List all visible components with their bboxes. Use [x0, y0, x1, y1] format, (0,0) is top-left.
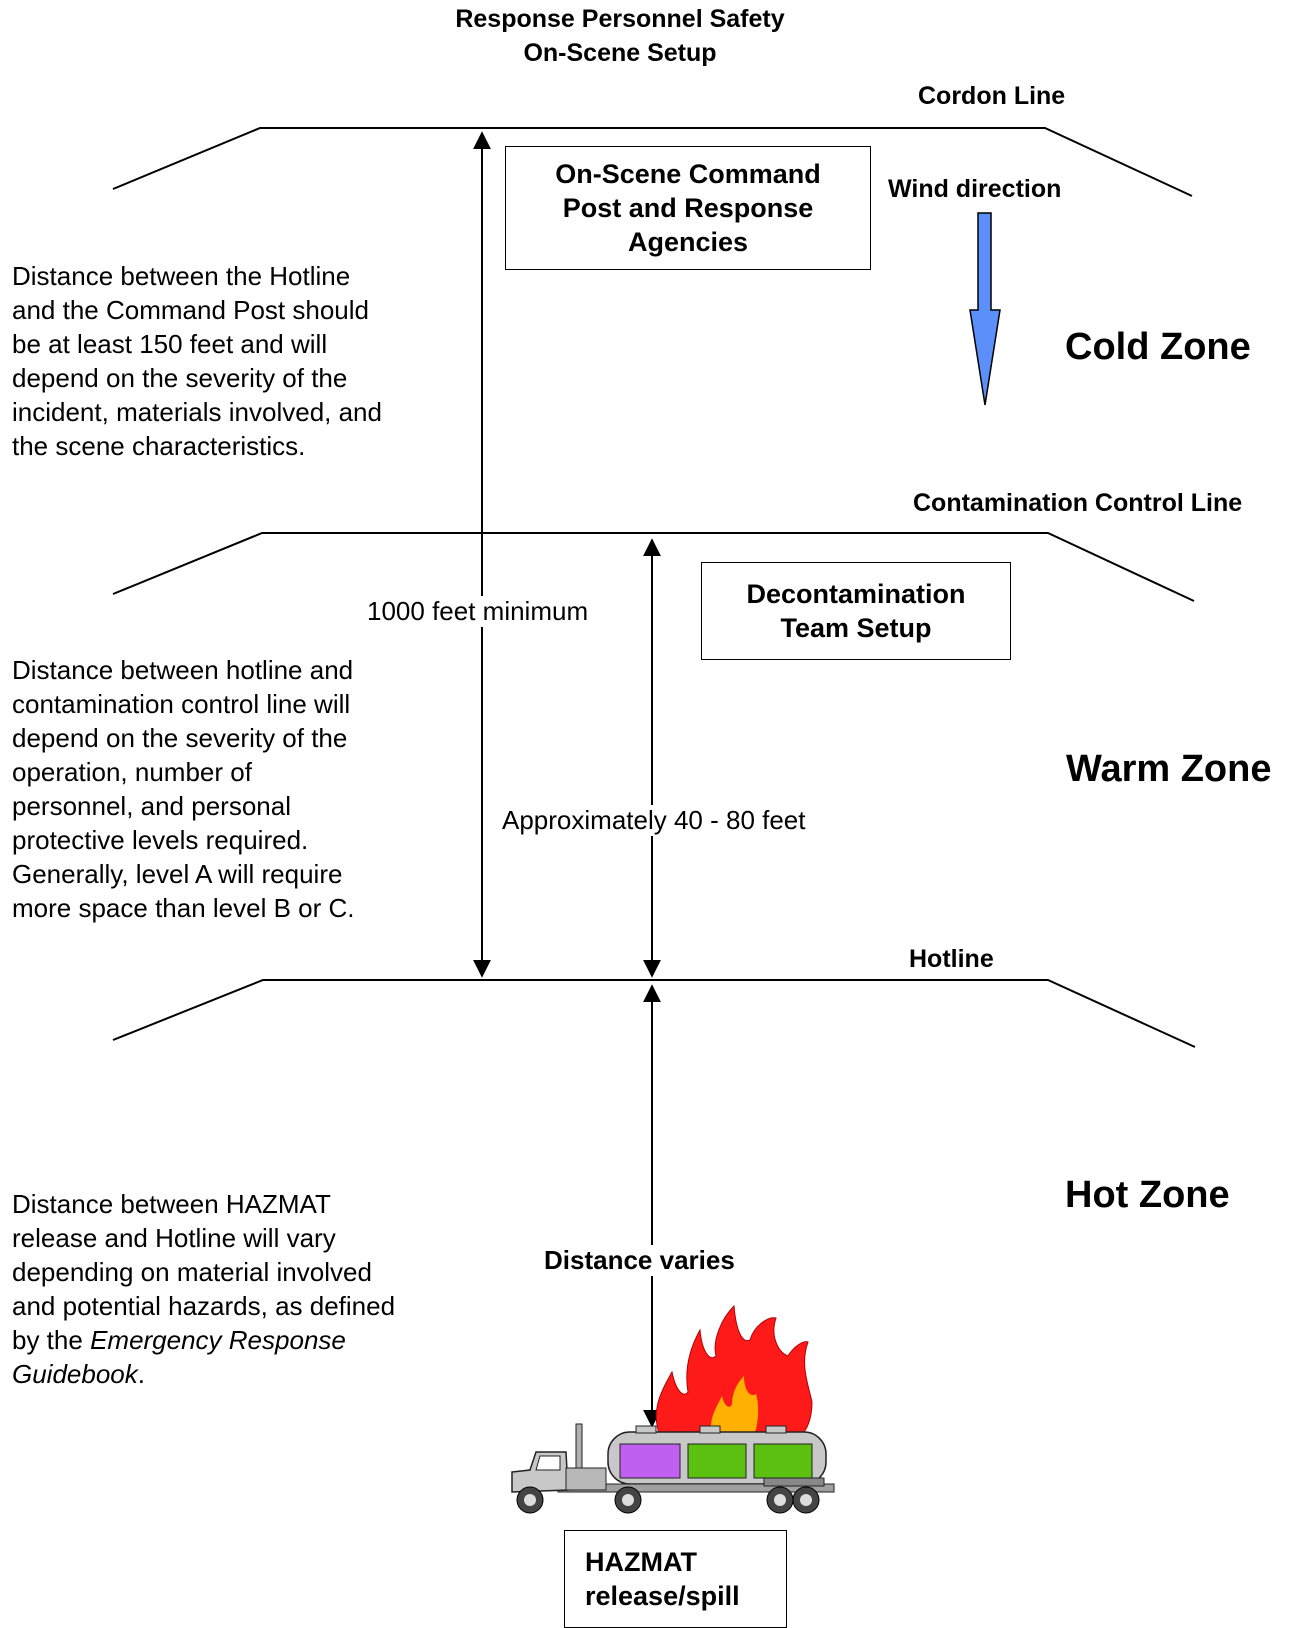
- hazmat-line-1: HAZMAT: [585, 1547, 697, 1577]
- hot-zone-label: Hot Zone: [1065, 1174, 1230, 1216]
- hazmat-truck-icon: [511, 1304, 835, 1514]
- warm-distance-label: Approximately 40 - 80 feet: [498, 805, 810, 837]
- warm-desc-line: more space than level B or C.: [12, 893, 355, 923]
- contamination-control-line: [112, 532, 1195, 602]
- cold-desc-line: Distance between the Hotline: [12, 261, 351, 291]
- hot-desc-suffix: .: [137, 1359, 145, 1389]
- hot-desc-line: Guidebook.: [12, 1357, 462, 1391]
- title-line-1: Response Personnel Safety: [455, 5, 785, 33]
- hotline-line: [112, 979, 1196, 1048]
- page-title: Response Personnel Safety On-Scene Setup: [400, 2, 840, 70]
- hot-desc-line: and potential hazards, as defined: [12, 1291, 396, 1321]
- warm-desc-line: operation, number of: [12, 757, 252, 787]
- hot-desc-line: Distance between HAZMAT: [12, 1189, 331, 1219]
- command-post-box: On-Scene Command Post and Response Agenc…: [505, 146, 871, 270]
- wind-direction-label: Wind direction: [888, 175, 1062, 203]
- command-post-line-1: On-Scene Command: [555, 159, 821, 189]
- hazmat-line-2: release/spill: [585, 1581, 740, 1611]
- cold-desc-line: the scene characteristics.: [12, 431, 306, 461]
- hot-desc-line: release and Hotline will vary: [12, 1223, 336, 1253]
- hotline-label: Hotline: [909, 945, 994, 973]
- hazmat-box: HAZMAT release/spill: [564, 1530, 787, 1628]
- title-line-2: On-Scene Setup: [523, 39, 717, 67]
- decon-line-2: Team Setup: [780, 613, 932, 643]
- warm-desc-line: personnel, and personal: [12, 791, 291, 821]
- hot-zone-description: Distance between HAZMAT release and Hotl…: [12, 1187, 462, 1391]
- hot-desc-line: depending on material involved: [12, 1257, 372, 1287]
- warm-desc-line: contamination control line will: [12, 689, 351, 719]
- decon-line-1: Decontamination: [746, 579, 966, 609]
- hot-distance-label: Distance varies: [540, 1245, 739, 1277]
- warm-desc-line: protective levels required.: [12, 825, 309, 855]
- warm-desc-line: Distance between hotline and: [12, 655, 354, 685]
- contamination-control-line-label: Contamination Control Line: [913, 489, 1243, 517]
- cold-zone-label: Cold Zone: [1065, 326, 1251, 368]
- warm-desc-line: depend on the severity of the: [12, 723, 348, 753]
- command-post-line-3: Agencies: [627, 227, 749, 257]
- cordon-line-label: Cordon Line: [918, 82, 1066, 110]
- wind-arrow-icon: [969, 212, 1001, 406]
- cold-desc-line: incident, materials involved, and: [12, 397, 382, 427]
- command-post-line-2: Post and Response: [562, 193, 814, 223]
- cold-desc-line: depend on the severity of the: [12, 363, 348, 393]
- guidebook-title-part-1: Emergency Response: [90, 1325, 346, 1355]
- cold-desc-line: and the Command Post should: [12, 295, 369, 325]
- guidebook-title-part-2: Guidebook: [12, 1359, 138, 1389]
- warm-zone-label: Warm Zone: [1066, 748, 1272, 790]
- hot-desc-prefix: by the: [12, 1325, 91, 1355]
- total-distance-label: 1000 feet minimum: [363, 596, 593, 628]
- cold-desc-line: be at least 150 feet and will: [12, 329, 328, 359]
- cold-zone-description: Distance between the Hotline and the Com…: [12, 259, 462, 463]
- warm-zone-description: Distance between hotline and contaminati…: [12, 653, 462, 925]
- flame-outer-icon: [655, 1304, 813, 1437]
- hot-desc-line: by the Emergency Response: [12, 1323, 462, 1357]
- warm-desc-line: Generally, level A will require: [12, 859, 343, 889]
- cordon-line: [112, 127, 1193, 197]
- flame-inner-icon: [710, 1376, 759, 1436]
- decon-box: Decontamination Team Setup: [701, 562, 1011, 660]
